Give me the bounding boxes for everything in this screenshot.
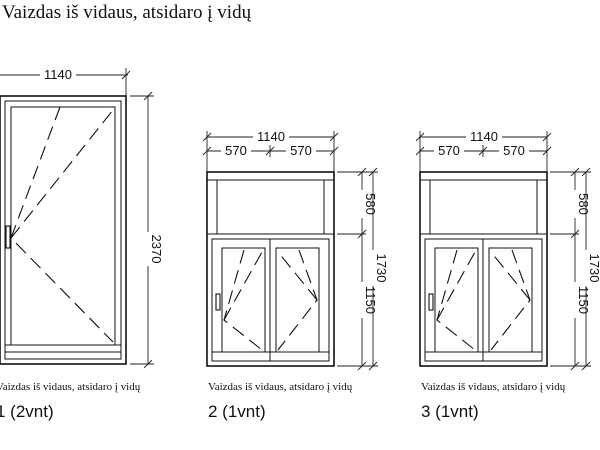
- window-3-caption: Vaizdas iš vidaus, atsidaro į vidų: [421, 381, 566, 393]
- window-2-height-dimension: 580 1150 1730: [337, 167, 389, 371]
- window-3-label: 3 (1vnt): [421, 402, 479, 421]
- window-1-inner-frame: [4, 100, 122, 360]
- window-2-half-right-label: 570: [290, 143, 312, 158]
- window-3-right-tilt-lines: [490, 249, 531, 351]
- window-1-label: 1 (2vnt): [0, 402, 54, 421]
- window-1-glass: [10, 106, 116, 346]
- window-3-total-height-label: 1730: [587, 254, 600, 283]
- window-2-label: 2 (1vnt): [208, 402, 266, 421]
- window-2-top-rail: [206, 171, 335, 181]
- window-3-height-dimension: 580 1150 1730: [550, 167, 600, 371]
- window-3-top-rail: [419, 171, 548, 181]
- window-3-width-dimension: 1140 570 570: [415, 129, 552, 172]
- window-2-right-tilt-lines: [277, 249, 318, 351]
- window-1-height-label: 2370: [149, 235, 164, 264]
- window-1-caption: Vaizdas iš vidaus, atsidaro į vidų: [0, 381, 141, 393]
- window-2-caption: Vaizdas iš vidaus, atsidaro į vidų: [208, 381, 353, 393]
- window-3-transom: [429, 179, 538, 235]
- window-1-outer-frame: [0, 95, 127, 365]
- window-2-bottom-height-label: 1150: [363, 286, 378, 314]
- window-1-height-dimension: 2370: [130, 91, 164, 369]
- window-3-top-height-label: 580: [576, 193, 591, 215]
- window-3-width-label: 1140: [470, 129, 498, 144]
- window-3-left-sash: [434, 247, 479, 353]
- window-2-left-sash: [221, 247, 266, 353]
- window-2-left-tilt-lines: [223, 249, 263, 351]
- window-2-half-left-label: 570: [225, 143, 247, 158]
- window-3-right-sash: [488, 247, 533, 353]
- window-2-width-dimension: 1140 570 570: [202, 129, 339, 172]
- window-1-tilt-lines: [10, 106, 114, 343]
- window-1-width-dimension: 1140: [0, 67, 131, 96]
- window-1-width-label: 1140: [44, 67, 72, 82]
- window-2-width-label: 1140: [257, 129, 285, 144]
- window-2: 1140 570 570: [202, 129, 389, 421]
- window-1-handle: [5, 225, 11, 249]
- window-3-left-tilt-lines: [436, 249, 476, 351]
- window-3-handle: [428, 293, 434, 311]
- window-3: 1140 570 570: [415, 129, 600, 421]
- window-2-transom: [216, 179, 325, 235]
- window-2-right-sash: [275, 247, 320, 353]
- window-2-handle: [215, 293, 221, 311]
- window-3-bottom-height-label: 1150: [576, 286, 591, 314]
- window-1: 1140 2370 Vaizdas iš vidaus, atsidaro į …: [0, 67, 164, 421]
- window-3-half-left-label: 570: [438, 143, 460, 158]
- window-3-half-right-label: 570: [503, 143, 525, 158]
- window-2-total-height-label: 1730: [374, 254, 389, 283]
- page-title: Vaizdas iš vidaus, atsidaro į vidų: [2, 2, 252, 23]
- window-2-top-height-label: 580: [363, 193, 378, 215]
